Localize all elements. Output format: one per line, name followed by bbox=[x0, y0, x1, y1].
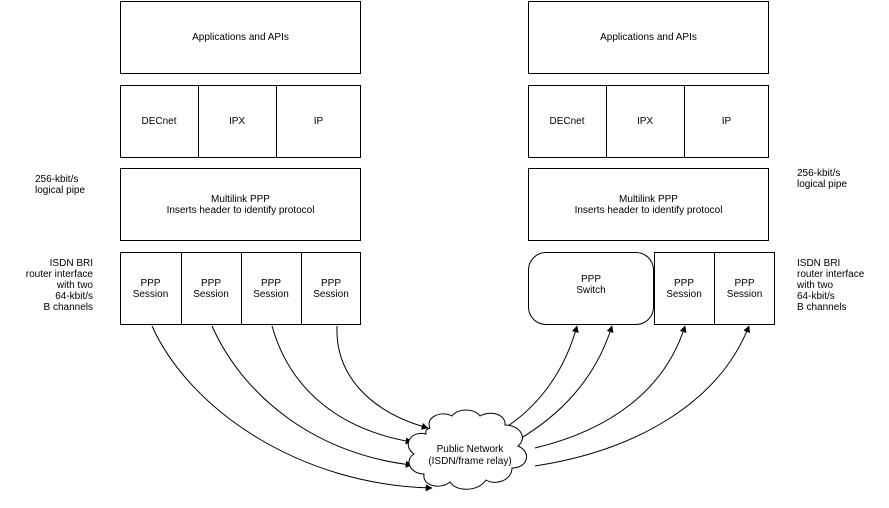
arrow-left-session-4 bbox=[336, 325, 429, 430]
cloud-label-line1: Public Network bbox=[437, 444, 505, 455]
public-network-cloud bbox=[407, 409, 527, 490]
right-protocol-divider bbox=[684, 85, 685, 158]
arrow-left-session-2 bbox=[211, 325, 413, 468]
left-multilink-desc: Inserts header to identify protocol bbox=[166, 204, 315, 216]
arrow-right-session-2 bbox=[534, 325, 750, 467]
right-isdn-label: ISDN BRI router interface with two 64-kb… bbox=[797, 258, 865, 313]
cloud-label-line2: (ISDN/frame relay) bbox=[428, 456, 511, 467]
arrow-switch-2 bbox=[517, 325, 614, 441]
right-protocol-ip: IP bbox=[721, 116, 732, 127]
left-isdn-label: ISDN BRI router interface with two 64-kb… bbox=[25, 258, 93, 313]
left-protocols-box bbox=[120, 85, 361, 158]
right-applications-box: Applications and APIs bbox=[528, 1, 769, 74]
left-session-divider bbox=[181, 252, 182, 325]
left-applications-label: Applications and APIs bbox=[192, 32, 289, 43]
left-protocol-divider bbox=[276, 85, 277, 158]
right-protocol-ipx: IPX bbox=[636, 116, 654, 127]
arrow-switch-1 bbox=[504, 325, 579, 429]
arrow-left-session-1 bbox=[151, 325, 433, 492]
left-protocol-ip: IP bbox=[313, 116, 324, 127]
left-pipe-label: 256-kbit/s logical pipe bbox=[35, 174, 86, 196]
arrow-right-session-1 bbox=[534, 325, 687, 449]
left-multilink-box: Multilink PPP Inserts header to identify… bbox=[120, 168, 361, 241]
right-protocol-decnet: DECnet bbox=[549, 116, 585, 127]
left-protocol-divider bbox=[198, 85, 199, 158]
left-sessions-box bbox=[120, 252, 361, 325]
right-protocol-divider bbox=[606, 85, 607, 158]
arrow-left-session-3 bbox=[271, 325, 413, 445]
right-multilink-box: Multilink PPP Inserts header to identify… bbox=[528, 168, 769, 241]
right-multilink-title: Multilink PPP bbox=[619, 193, 678, 205]
left-protocol-decnet: DECnet bbox=[141, 116, 177, 127]
left-session-divider bbox=[301, 252, 302, 325]
left-session-divider bbox=[241, 252, 242, 325]
left-applications-box: Applications and APIs bbox=[120, 1, 361, 74]
right-multilink-desc: Inserts header to identify protocol bbox=[574, 204, 723, 216]
left-multilink-title: Multilink PPP bbox=[211, 193, 270, 205]
right-applications-label: Applications and APIs bbox=[600, 32, 697, 43]
right-session-divider bbox=[714, 252, 715, 325]
right-ppp-switch: PPP Switch bbox=[528, 252, 654, 325]
right-pipe-label: 256-kbit/s logical pipe bbox=[797, 168, 848, 190]
left-protocol-ipx: IPX bbox=[228, 116, 246, 127]
right-protocols-box bbox=[528, 85, 769, 158]
